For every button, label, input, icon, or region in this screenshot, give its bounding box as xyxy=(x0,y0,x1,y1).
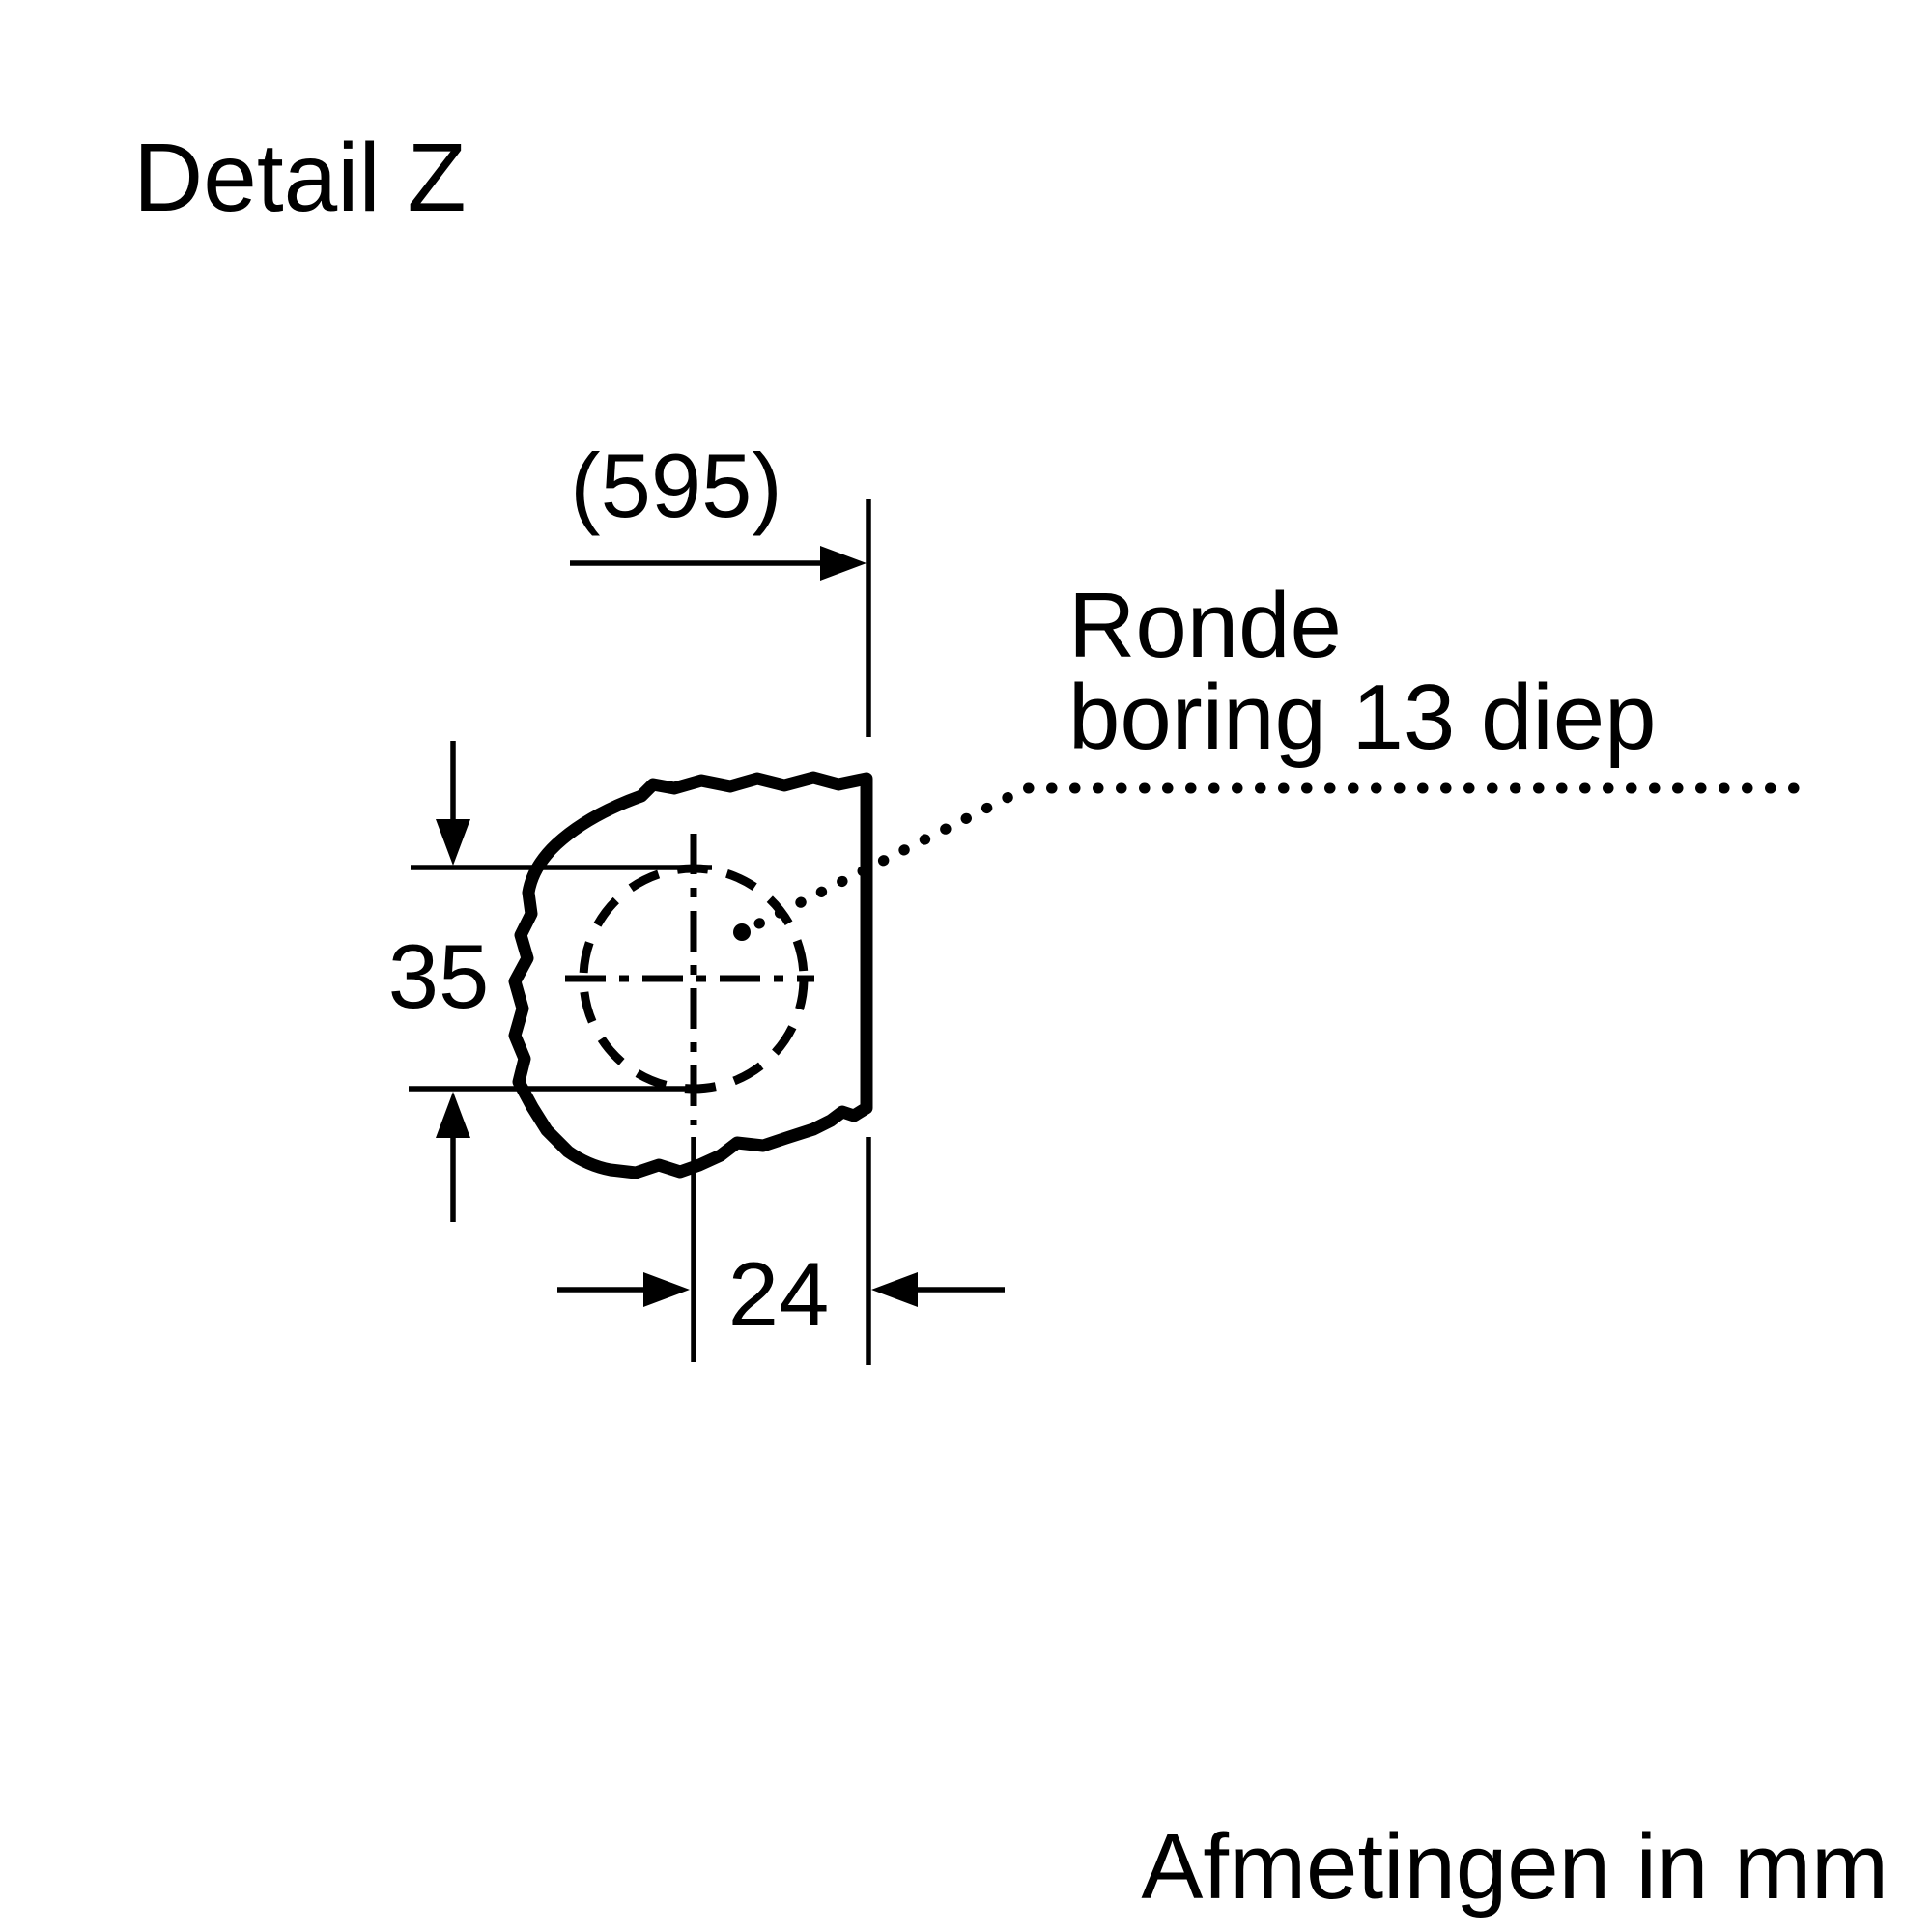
units-note: Afmetingen in mm xyxy=(1141,1815,1889,1918)
callout-text-line2: boring 13 diep xyxy=(1068,666,1656,769)
dimension-arrowhead-24-right xyxy=(643,1272,690,1307)
dimension-label-595: (595) xyxy=(570,435,781,536)
bore-leader-dotted-line xyxy=(753,782,1814,929)
dimension-label-35: 35 xyxy=(388,925,490,1027)
callout-text-line1: Ronde xyxy=(1068,574,1342,677)
dimension-arrowhead-24-left xyxy=(871,1272,918,1307)
panel-cross-section-outline xyxy=(508,771,873,1179)
drawing-title: Detail Z xyxy=(133,124,467,232)
bore-leader-point xyxy=(733,923,751,941)
dimension-arrowhead-595-right xyxy=(820,546,867,581)
dimension-arrowhead-35-down xyxy=(436,819,470,866)
dimension-label-24: 24 xyxy=(728,1243,830,1345)
dimension-arrowhead-35-up xyxy=(436,1092,470,1138)
